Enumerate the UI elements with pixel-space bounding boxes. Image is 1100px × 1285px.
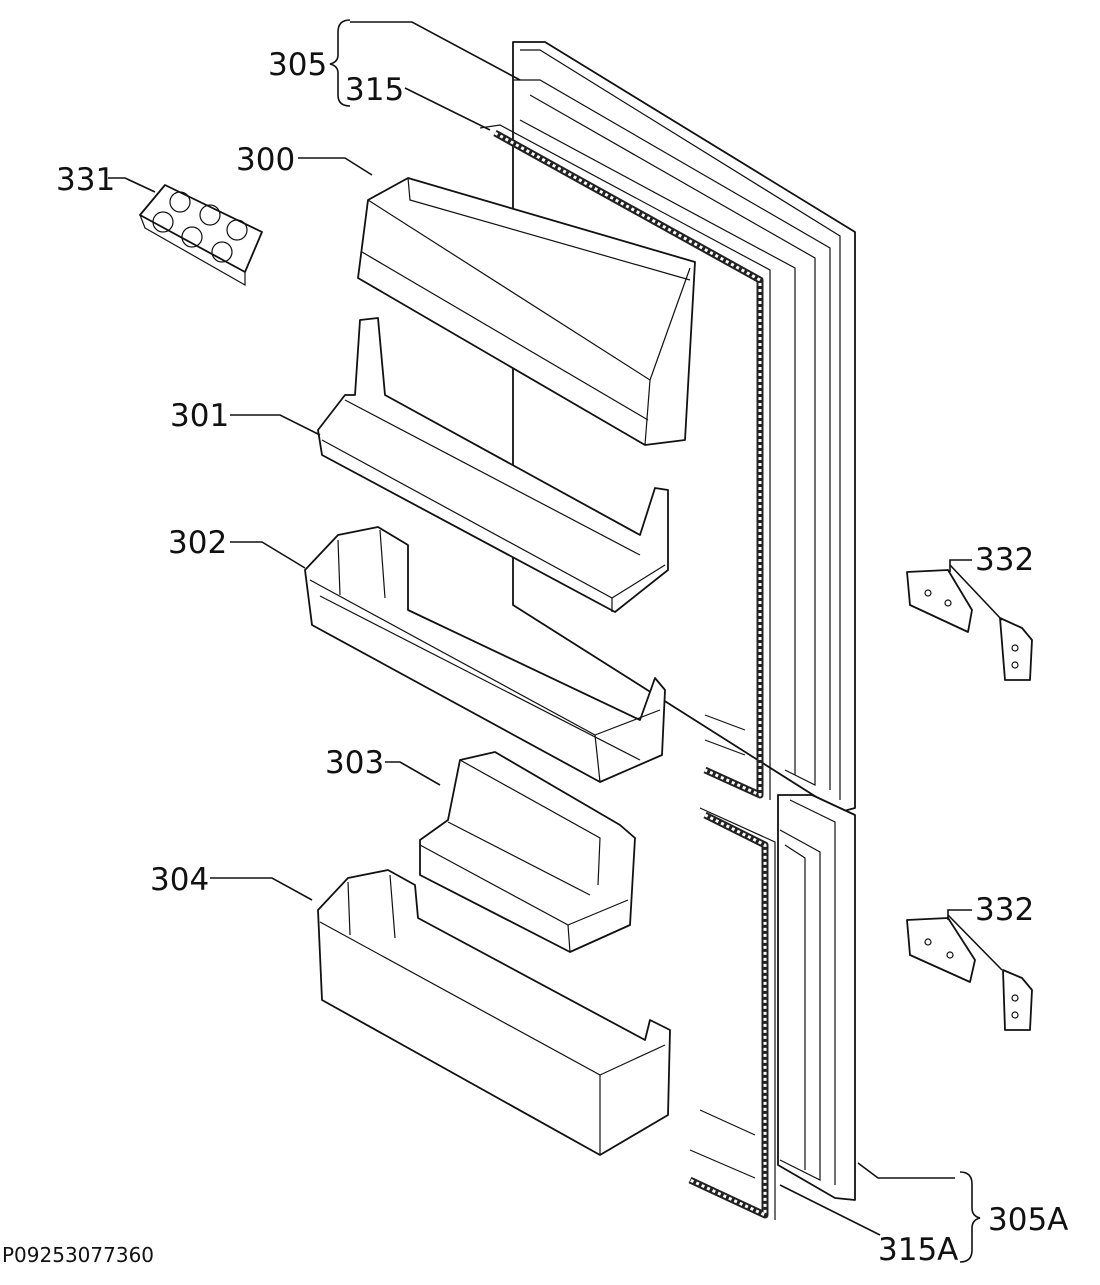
label-315a: 315A xyxy=(878,1232,958,1268)
part-labels: 305 315 300 331 301 302 303 304 332 332 … xyxy=(2,47,1068,1268)
label-300: 300 xyxy=(236,142,295,178)
dairy-compartment-part-300 xyxy=(357,177,696,446)
door-shelf-part-304 xyxy=(317,869,671,1156)
leader-lines xyxy=(108,19,1003,1263)
label-301: 301 xyxy=(170,398,229,434)
door-shelf-part-303 xyxy=(419,751,636,953)
door-shelf-part-301 xyxy=(317,317,669,613)
hinge-part-332-lower xyxy=(906,917,1033,1031)
document-code: P09253077360 xyxy=(2,1243,154,1267)
label-305a: 305A xyxy=(988,1202,1068,1238)
label-332-lower: 332 xyxy=(975,892,1034,928)
hinge-part-332-upper xyxy=(906,569,1033,681)
label-305: 305 xyxy=(268,47,327,83)
label-302: 302 xyxy=(168,525,227,561)
door-shelf-part-302 xyxy=(304,526,666,783)
label-332-upper: 332 xyxy=(975,542,1034,578)
egg-tray-part-331 xyxy=(139,184,263,287)
lower-door-part-305a xyxy=(688,794,856,1220)
label-315: 315 xyxy=(345,72,404,108)
label-304: 304 xyxy=(150,862,209,898)
label-331: 331 xyxy=(56,162,115,198)
label-303: 303 xyxy=(325,745,384,781)
